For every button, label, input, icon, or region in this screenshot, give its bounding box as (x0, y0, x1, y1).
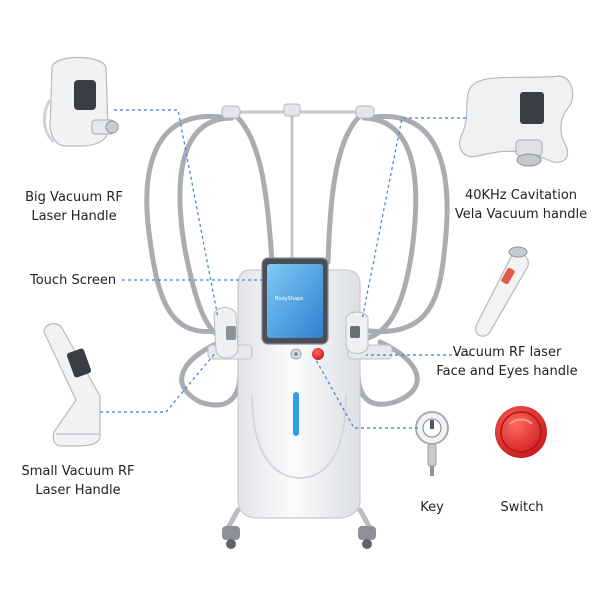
label-face-eyes-line1: Vacuum RF laser (452, 345, 562, 360)
label-big-vacuum-line2: Laser Handle (31, 209, 117, 224)
small-vacuum-rf-handle (43, 323, 101, 447)
tube-hanger (221, 103, 375, 265)
cavitation-vela-handle (459, 75, 574, 167)
label-small-vacuum-line1: Small Vacuum RF (21, 464, 135, 479)
big-vacuum-rf-handle (43, 57, 119, 147)
label-switch: Switch (500, 500, 544, 515)
tube-left-low (179, 339, 243, 408)
label-touch-screen: Touch Screen (30, 273, 117, 288)
label-small-vacuum-rf: Small Vacuum RF Laser Handle (12, 462, 144, 500)
machine-base (222, 507, 376, 549)
tube-left-outer (144, 113, 231, 334)
leader-big-vacuum (114, 109, 219, 319)
touch-screen: BodyShape (261, 257, 329, 345)
tube-right-low (355, 339, 420, 407)
handle-tubes (144, 113, 450, 408)
key-illustration (415, 411, 449, 476)
face-eyes-handle (475, 246, 529, 337)
label-face-eyes-line2: Face and Eyes handle (436, 364, 578, 379)
label-small-vacuum-line2: Laser Handle (35, 483, 121, 498)
label-cavitation-line1: 40KHz Cavitation (464, 188, 578, 203)
mounted-handles (213, 307, 369, 359)
body-light-bar (293, 392, 299, 436)
leader-small-vacuum (100, 351, 217, 413)
tube-right-inner (361, 115, 419, 341)
tube-right-outer (357, 114, 450, 334)
tube-left-center (233, 113, 275, 265)
label-cavitation-handle: 40KHz Cavitation Vela Vacuum handle (446, 186, 596, 224)
label-big-vacuum-line1: Big Vacuum RF (25, 190, 123, 205)
svg-text:BodyShape: BodyShape (275, 296, 303, 302)
switch-illustration (495, 406, 547, 458)
label-face-eyes-handle: Vacuum RF laser Face and Eyes handle (432, 343, 582, 381)
leader-lines (100, 109, 470, 429)
tube-left-inner (177, 115, 235, 341)
tube-right-center (325, 113, 363, 265)
leader-key (315, 359, 418, 429)
body-controls (290, 348, 324, 360)
label-key: Key (420, 500, 444, 515)
label-cavitation-line2: Vela Vacuum handle (454, 207, 588, 222)
label-big-vacuum-rf: Big Vacuum RF Laser Handle (14, 188, 134, 226)
